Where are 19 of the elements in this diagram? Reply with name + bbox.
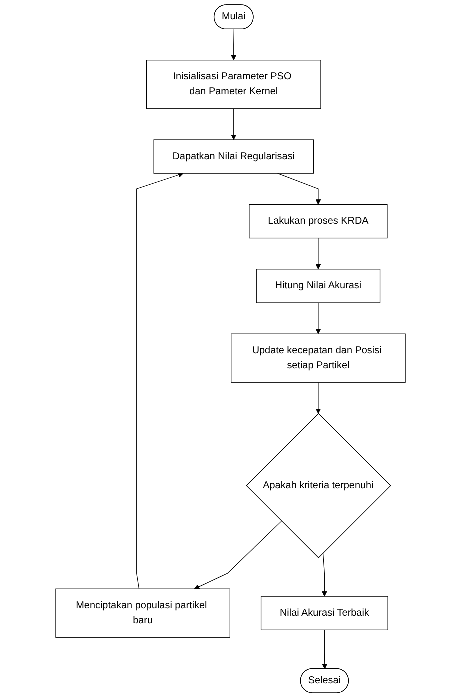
arrow [194, 521, 282, 590]
arrow [322, 630, 328, 670]
node-box [248, 204, 388, 239]
arrow [315, 382, 321, 414]
node-box [146, 60, 322, 110]
arrow [230, 108, 236, 140]
arrow [230, 29, 236, 61]
arrow [322, 552, 328, 597]
arrow [315, 238, 321, 270]
arrow [277, 173, 321, 205]
arrow [315, 302, 321, 334]
node-box [260, 596, 388, 630]
node-box [230, 334, 406, 383]
node-diamond [246, 413, 392, 558]
node-box [256, 269, 380, 304]
node-box [55, 588, 230, 638]
node-box [154, 140, 314, 174]
arrow [136, 172, 184, 590]
flowchart: Mulai Inisialisasi Parameter PSO dan Pameter Kernel Dapatkan Nilai Regularisasi Lakukan proses KRDA Hitung Nilai Akurasi Update kecepatan dan Posisi setiap Partikel Apakah kriteria terpenuhi Menciptakan populasi partikel baru Nilai Akurasi Terbaik Selesai [50, 0, 410, 698]
